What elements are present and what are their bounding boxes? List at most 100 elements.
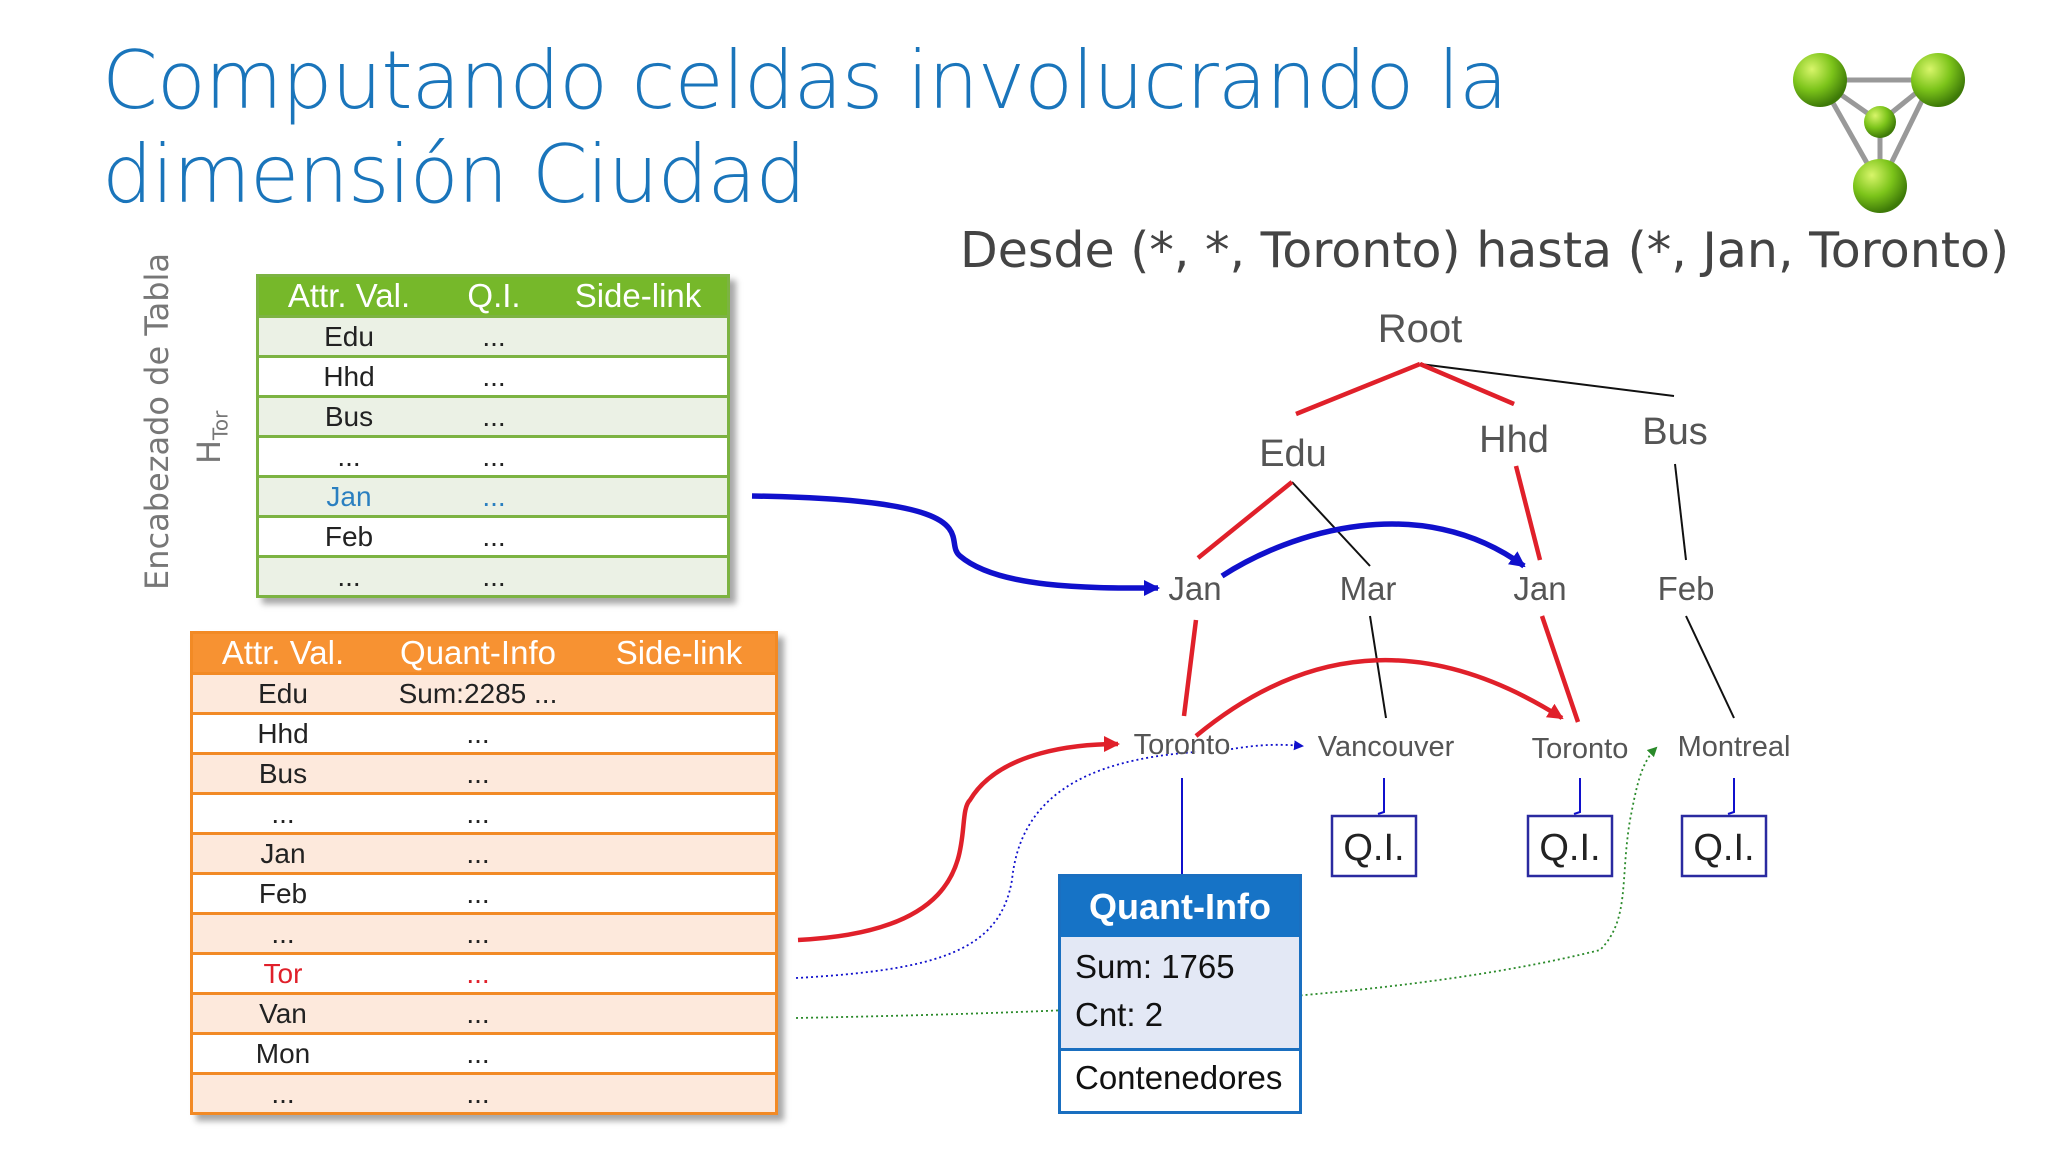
qi-cell: ... [439,395,549,437]
qi-box-vancouver [1330,814,1418,878]
attr-cell: Tor [191,952,373,994]
qi-cell: ... [439,475,549,517]
table-row: Feb... [191,872,777,914]
attr-cell: Jan [191,832,373,874]
attr-cell: Mon [191,1032,373,1074]
attr-cell: Edu [191,672,373,714]
table-row: Bus... [191,752,777,794]
table-row: Mon... [191,1032,777,1074]
node-jan-hhd: Jan [1513,570,1566,607]
column-header: Side-link [549,275,729,317]
attr-cell: ... [191,912,373,954]
side-link-toronto-to-vancouver-arrow [1225,740,1304,751]
link-cell [583,952,777,994]
node-hhd: Hhd [1479,419,1549,461]
table-row: Van... [191,992,777,1034]
attr-cell: Jan [257,475,439,517]
qi-cell: ... [439,315,549,357]
table-row-highlighted: Jan... [257,475,729,517]
link-cell [549,475,729,517]
attr-cell: Bus [191,752,373,794]
quant-info-values: Sum: 1765 Cnt: 2 [1061,937,1299,1051]
link-cell [549,515,729,557]
qi-cell: ... [439,355,549,397]
column-header: Attr. Val. [191,632,373,674]
edge-jan-toronto2-red [1539,615,1581,723]
node-root: Root [1378,307,1463,351]
qi-label-toronto: Q.I. [1539,827,1600,869]
node-feb: Feb [1658,570,1715,607]
qi-cell: ... [373,1072,583,1114]
qi-cell: ... [373,872,583,914]
table-row: Jan... [191,832,777,874]
link-cell [583,712,777,754]
link-cell [583,672,777,714]
table-row: Feb... [257,515,729,557]
quant-info-title: Quant-Info [1061,877,1299,937]
edge-edu-mar [1291,481,1371,567]
link-cell [583,1072,777,1114]
edge-montreal-qi [1727,778,1735,815]
link-cell [549,315,729,357]
table-row: ...... [191,912,777,954]
side-link-jan-to-jan-arrow [1220,521,1526,579]
table-row: ...... [191,792,777,834]
link-cell [583,1032,777,1074]
edge-root-hhd-red [1419,361,1515,407]
link-cell [583,992,777,1034]
link-cell [583,832,777,874]
qi-cell: ... [373,952,583,994]
attr-cell: Hhd [257,355,439,397]
attr-cell: ... [257,555,439,597]
link-cell [583,912,777,954]
link-cell [549,395,729,437]
qi-cell: ... [373,792,583,834]
node-jan-edu: Jan [1168,570,1221,607]
attr-cell: Feb [257,515,439,557]
slide-title: Computando celdas involucrando la dimens… [102,34,1508,221]
node-montreal: Montreal [1678,731,1791,763]
edge-mar-vancouver [1369,615,1387,719]
attr-cell: Van [191,992,373,1034]
quant-tor-to-tree-toronto-arrow [797,736,1120,943]
qi-cell: ... [439,435,549,477]
attr-cell: Edu [257,315,439,357]
header-jan-to-tree-jan-arrow [751,493,1160,597]
qi-cell: ... [373,992,583,1034]
header-table: Attr. Val. Q.I. Side-link Edu... Hhd... … [256,274,730,598]
table-row: Hhd... [191,712,777,754]
attr-cell: ... [191,792,373,834]
qi-cell: ... [373,1032,583,1074]
node-toronto-edu: Toronto [1134,729,1231,761]
quant-info-sum: Sum: 1765 [1075,948,1235,985]
quant-van-to-tree-vancouver-arrow [795,751,1197,979]
link-cell [549,555,729,597]
quant-mon-to-tree-montreal-arrow [795,746,1658,1019]
attr-cell: ... [191,1072,373,1114]
molecule-logo-icon [1793,53,1965,213]
quant-info-box: Quant-Info Sum: 1765 Cnt: 2 Contenedores [1058,874,1302,1114]
node-bus: Bus [1642,411,1707,453]
diagram-subtitle: Desde (*, *, Toronto) hasta (*, Jan, Tor… [960,222,2010,279]
qi-cell: ... [373,832,583,874]
link-cell [549,355,729,397]
table-row: Edu... [257,315,729,357]
link-cell [583,752,777,794]
edge-jan-toronto-red [1181,619,1199,717]
qi-cell: Sum:2285 ... [373,672,583,714]
node-edu: Edu [1259,433,1327,475]
table-row: Hhd... [257,355,729,397]
edge-edu-jan-red [1196,480,1294,560]
node-mar: Mar [1340,570,1397,607]
table-row: Bus... [257,395,729,437]
link-cell [583,792,777,834]
attr-cell: Bus [257,395,439,437]
qi-label-vancouver: Q.I. [1343,827,1404,869]
node-toronto-hhd: Toronto [1532,733,1629,765]
qi-cell: ... [373,912,583,954]
attr-cell: Feb [191,872,373,914]
edge-root-bus [1419,363,1675,397]
quant-info-containers: Contenedores [1075,1059,1283,1096]
